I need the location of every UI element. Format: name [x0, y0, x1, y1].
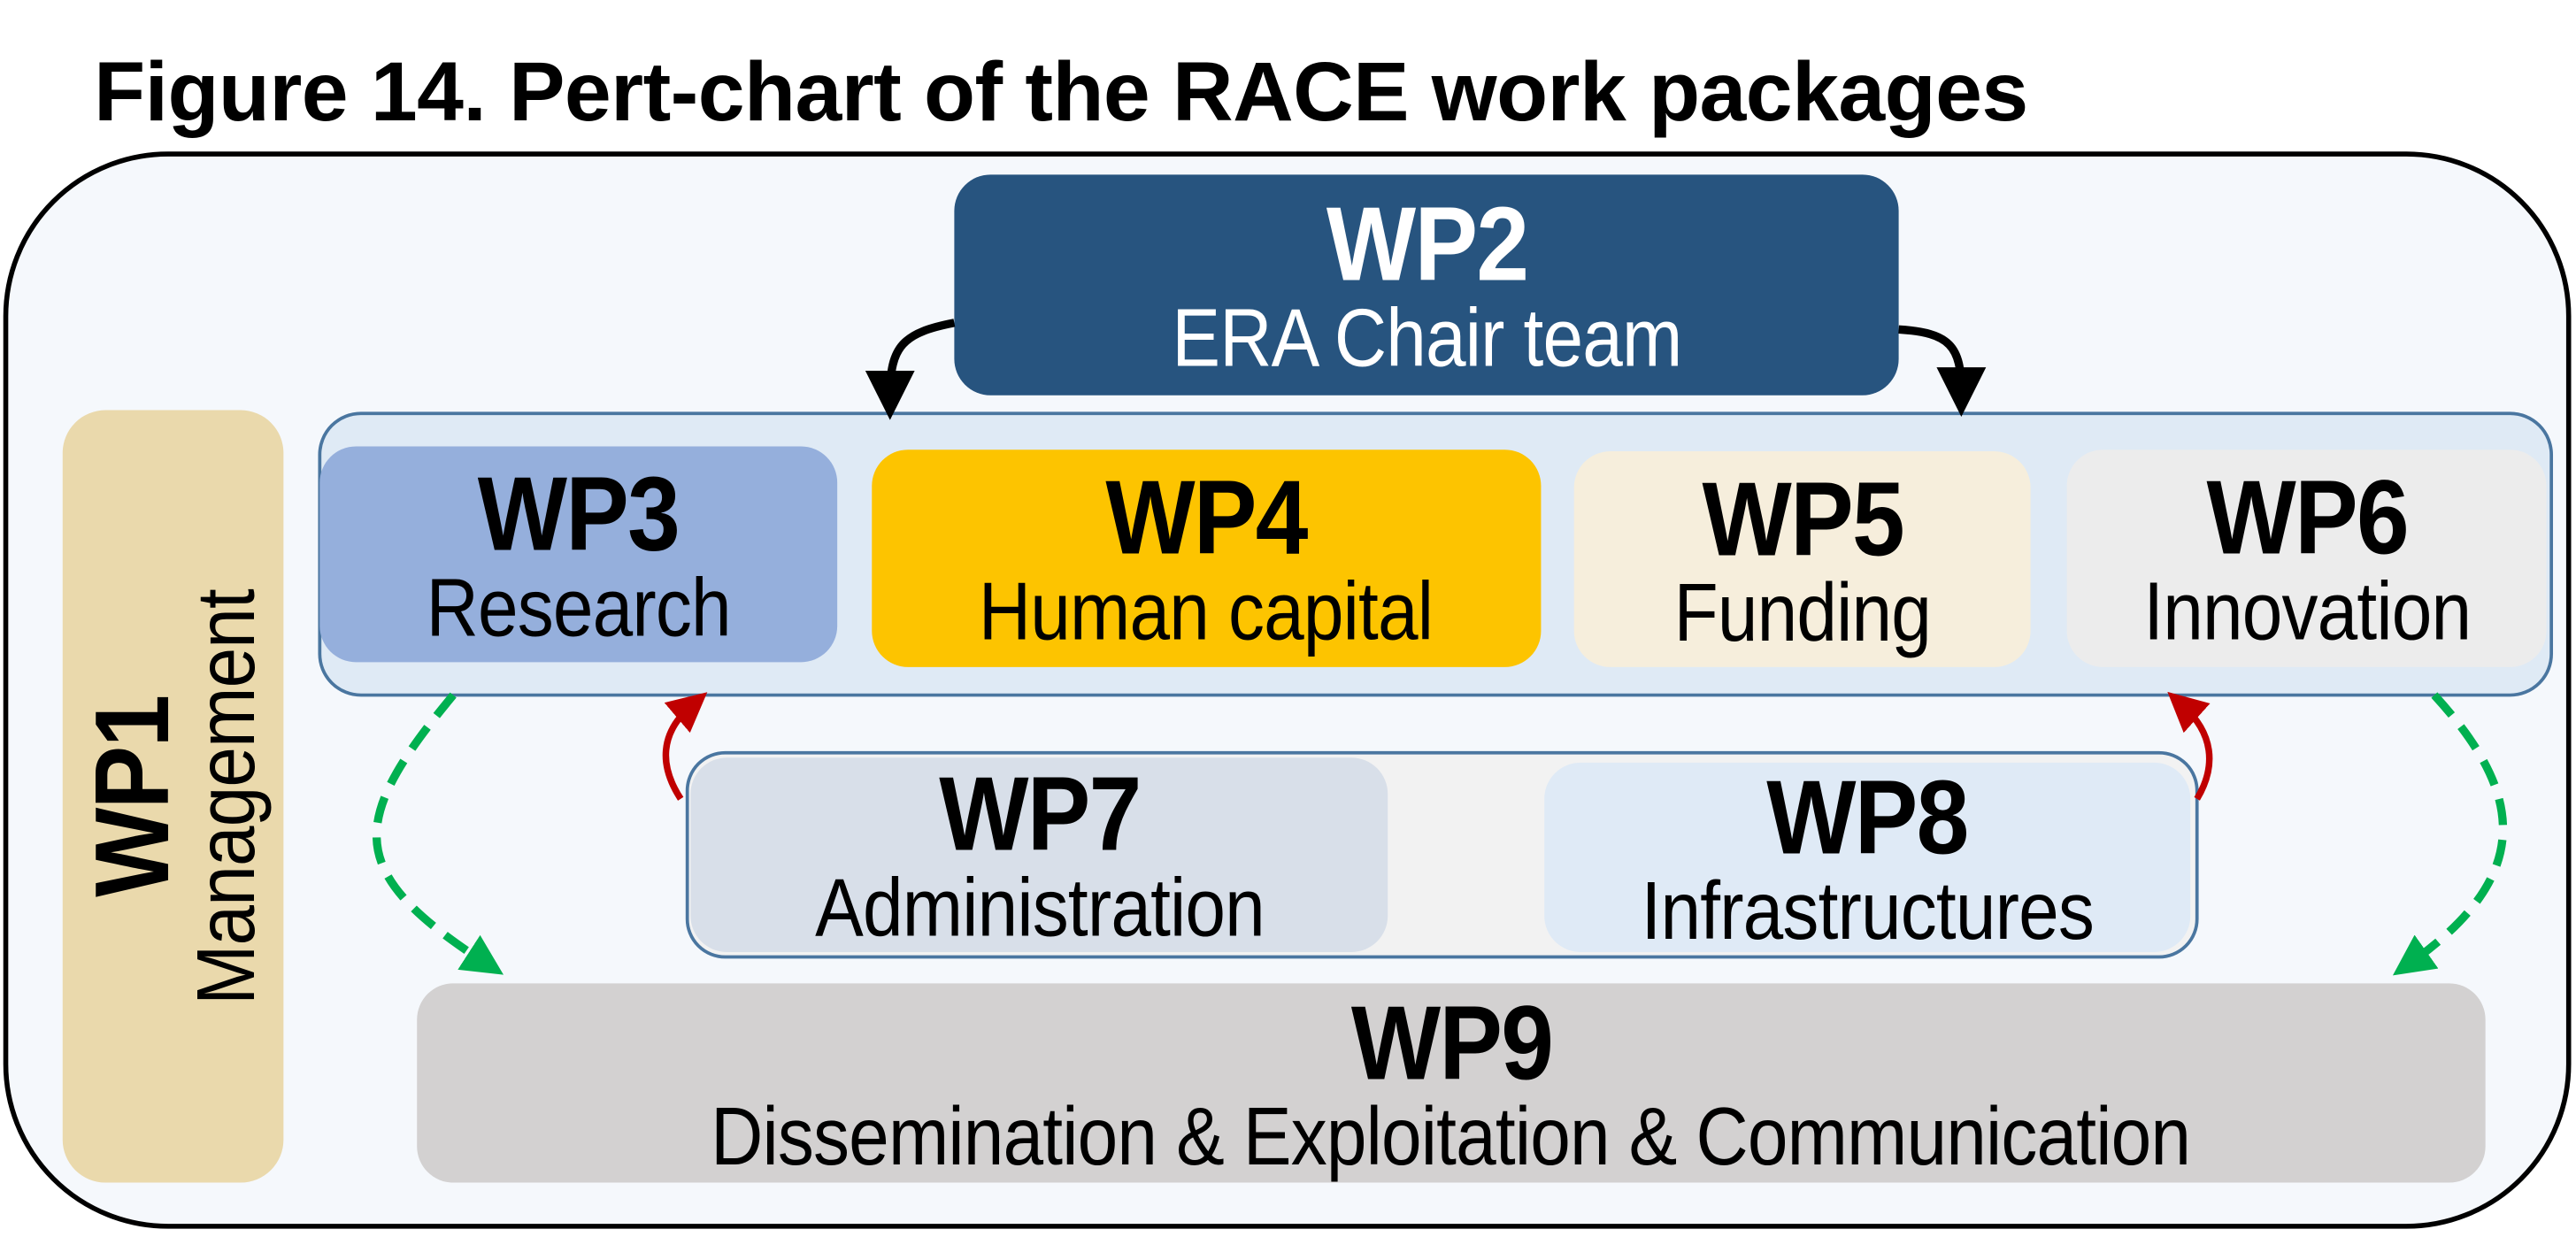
arrow-wp2-to-left	[865, 319, 956, 420]
wp2-id: WP2	[1326, 184, 1528, 303]
arrow-wp6-to-wp9	[2392, 692, 2508, 976]
arrow-wp3-to-wp9	[372, 692, 504, 975]
wp9-label: Dissemination & Exploitation & Communica…	[711, 1089, 2192, 1182]
wp3-label: Research	[426, 560, 732, 654]
arrow-wp2-to-right	[1898, 325, 1987, 417]
wp9-id: WP9	[1350, 982, 1553, 1102]
wp5-funding-box: WP5 Funding	[1573, 451, 2031, 667]
wp3-research-box: WP3 Research	[319, 446, 838, 663]
wp4-id: WP4	[1105, 457, 1309, 577]
wp2-label: ERA Chair team	[1171, 291, 1682, 384]
arrow-wp8-to-wp6	[2167, 691, 2213, 801]
wp1-management-box: WP1 Management	[62, 410, 284, 1183]
wp2-era-chair-box: WP2 ERA Chair team	[954, 174, 1899, 396]
wp4-label: Human capital	[979, 565, 1434, 657]
wp8-label: Infrastructures	[1641, 864, 2094, 957]
figure-title: Figure 14. Pert-chart of the RACE work p…	[94, 44, 2028, 139]
wp6-innovation-box: WP6 Innovation	[2066, 449, 2547, 667]
wp4-human-capital-box: WP4 Human capital	[872, 449, 1542, 667]
wp6-id: WP6	[2205, 457, 2409, 577]
wp8-id: WP8	[1766, 757, 1969, 876]
wp8-infrastructures-box: WP8 Infrastructures	[1544, 757, 2191, 957]
wp5-id: WP5	[1701, 458, 1904, 578]
wp7-id: WP7	[938, 754, 1142, 873]
wp7-administration-box: WP7 Administration	[690, 757, 1388, 952]
arrow-wp7-to-wp4	[662, 692, 708, 801]
wp6-label: Innovation	[2142, 565, 2472, 657]
wp9-dissemination-box: WP9 Dissemination & Exploitation & Commu…	[417, 982, 2486, 1183]
wp3-id: WP3	[478, 453, 681, 572]
wp5-label: Funding	[1673, 565, 1931, 658]
wp7-label: Administration	[814, 861, 1265, 954]
